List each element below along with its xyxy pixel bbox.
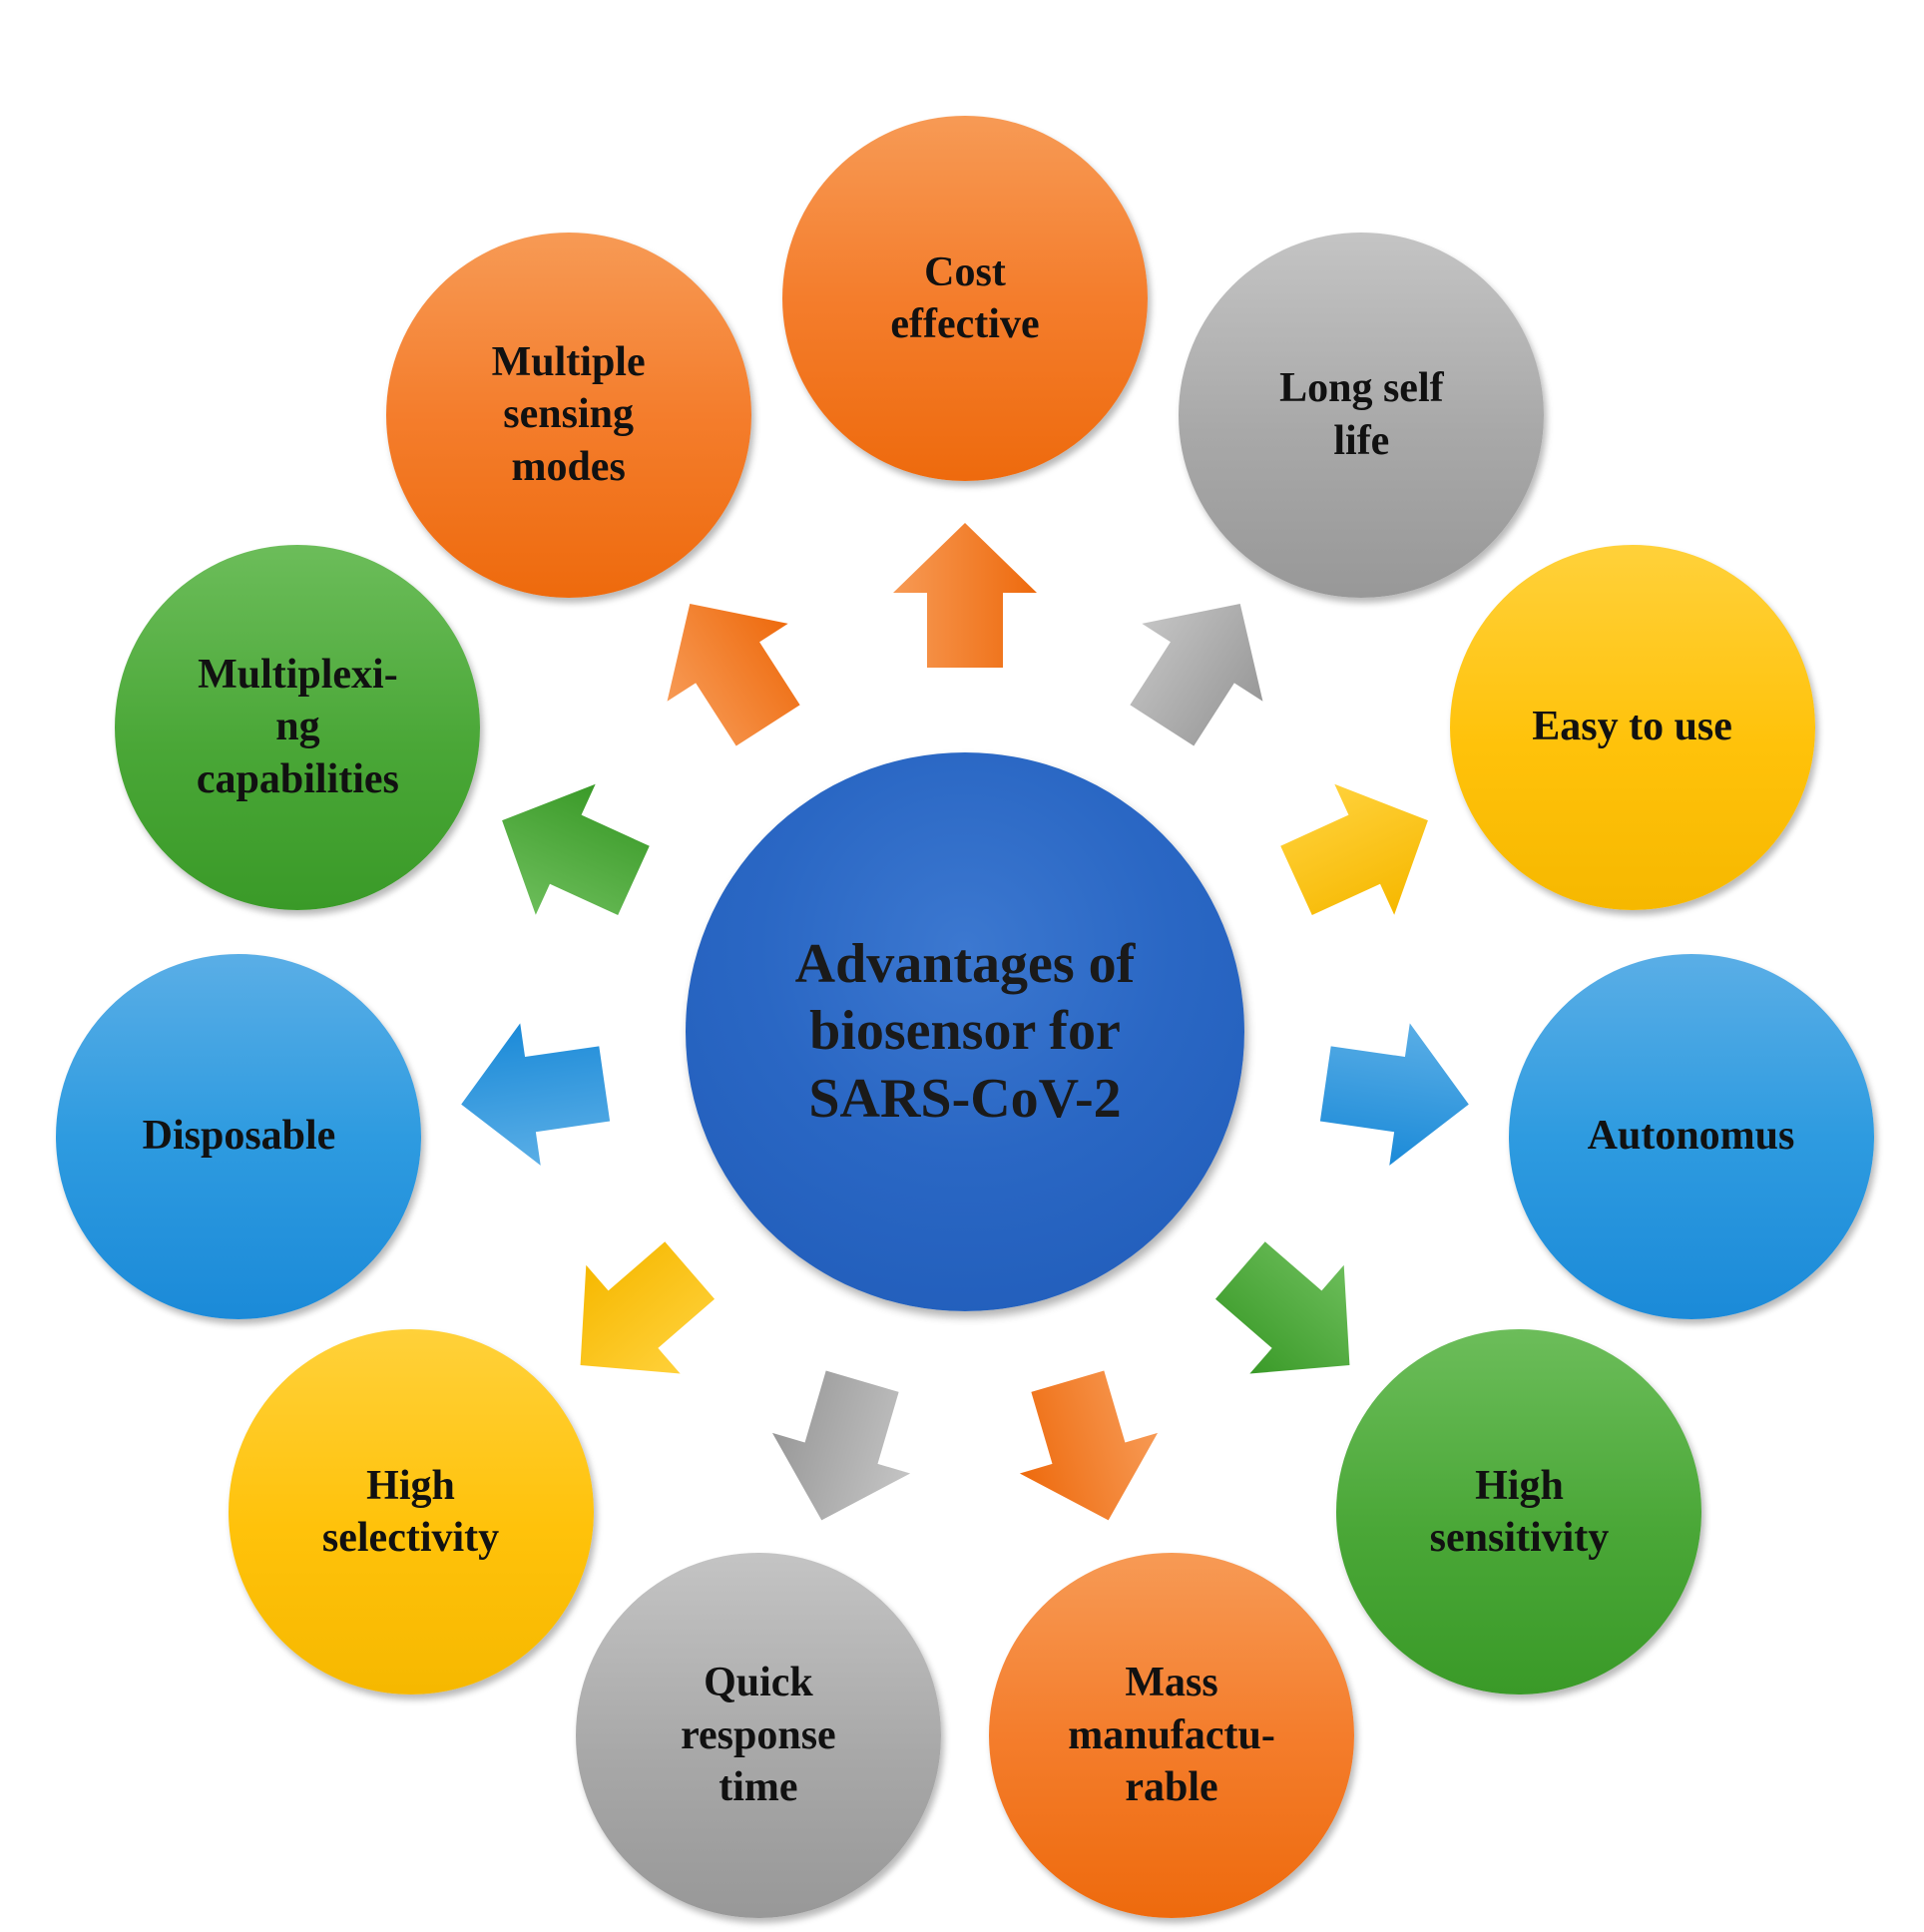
circle-label: Quick response time: [681, 1660, 836, 1811]
arrow-icon: [771, 1370, 911, 1521]
circle-quick-response-time: Quick response time: [575, 1553, 941, 1919]
circle-high-sensitivity: High sensitivity: [1336, 1329, 1702, 1695]
arrow-icon: [461, 1023, 611, 1166]
circle-label: Easy to use: [1532, 704, 1732, 750]
arrow-icon: [1214, 1241, 1350, 1374]
circle-label: Multiple sensing modes: [491, 338, 646, 490]
circle-cost-effective: Cost effective: [782, 116, 1148, 481]
arrow-icon: [893, 523, 1037, 668]
center-title: Advantages of biosensor for SARS-CoV-2: [794, 933, 1136, 1130]
circle-label: High sensitivity: [1429, 1462, 1610, 1562]
circle-label: Autonomus: [1587, 1113, 1795, 1160]
circle-label: Mass manufactu- rable: [1068, 1660, 1275, 1811]
circle-label: Disposable: [142, 1113, 336, 1160]
circle-easy-to-use: Easy to use: [1449, 544, 1815, 910]
arrow-icon: [502, 783, 650, 915]
circle-multiple-sensing-modes: Multiple sensing modes: [385, 232, 751, 598]
circle-label: Cost effective: [890, 248, 1040, 348]
arrow-icon: [1280, 783, 1428, 915]
circle-mass-manufacturable: Mass manufactu- rable: [989, 1553, 1355, 1919]
arrow-icon: [580, 1241, 716, 1374]
circle-label: Long self life: [1279, 365, 1444, 464]
circle-label: Multiplexi- ng capabilities: [196, 651, 399, 802]
arrow-icon: [667, 603, 800, 746]
center-circle: Advantages of biosensor for SARS-CoV-2: [686, 752, 1244, 1311]
circle-autonomus: Autonomus: [1508, 953, 1874, 1319]
arrow-icon: [1319, 1023, 1469, 1166]
circle-long-self-life: Long self life: [1179, 232, 1545, 598]
arrow-icon: [1130, 603, 1263, 746]
arrow-icon: [1019, 1370, 1159, 1521]
circle-label: High selectivity: [321, 1462, 500, 1562]
circle-high-selectivity: High selectivity: [228, 1329, 594, 1695]
circle-multiplexing-capabilities: Multiplexi- ng capabilities: [115, 544, 481, 910]
circle-disposable: Disposable: [56, 953, 422, 1319]
